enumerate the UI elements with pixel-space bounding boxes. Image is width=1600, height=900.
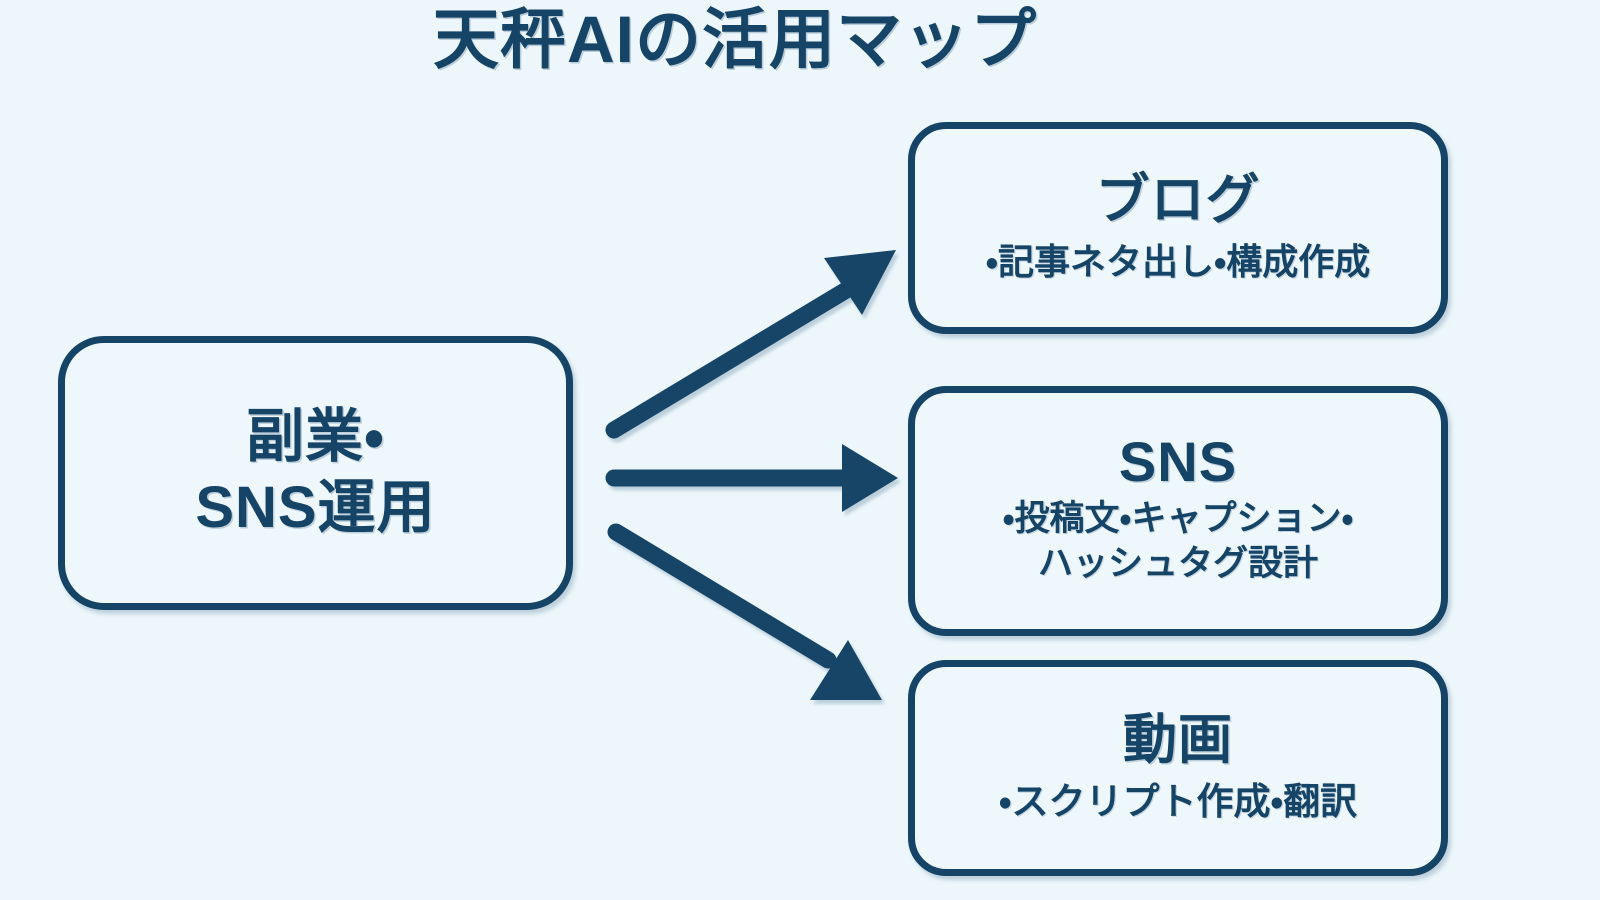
page-title: 天秤AIの活用マップ	[433, 2, 1037, 76]
node-video-detail: ・スクリプト作成・翻訳	[999, 778, 1357, 825]
node-source-fukugyo-sns[interactable]: 副業・ SNS運用	[58, 336, 573, 610]
node-sns-detail-line1: ・投稿文・キャプション・	[1002, 499, 1354, 538]
node-sns-detail-line2: ハッシュタグ設計	[1037, 543, 1318, 583]
node-sns-detail: ・投稿文・キャプション・ ハッシュタグ設計	[1003, 497, 1354, 587]
arrow-to-video	[607, 523, 882, 700]
node-source-line1: 副業・	[246, 404, 385, 470]
node-blog-detail: ・記事ネタ出し・構成作成	[986, 239, 1370, 285]
node-target-video[interactable]: 動画 ・スクリプト作成・翻訳	[908, 660, 1448, 876]
node-source-title: 副業・ SNS運用	[195, 402, 435, 544]
node-video-detail-line1: ・スクリプト作成・翻訳	[998, 781, 1358, 823]
node-target-sns[interactable]: SNS ・投稿文・キャプション・ ハッシュタグ設計	[908, 386, 1448, 636]
node-sns-heading: SNS	[1118, 430, 1238, 494]
node-target-blog[interactable]: ブログ ・記事ネタ出し・構成作成	[908, 122, 1448, 334]
node-blog-detail-line1: ・記事ネタ出し・構成作成	[985, 240, 1371, 282]
arrow-to-blog	[605, 250, 896, 439]
node-video-heading: 動画	[1123, 709, 1233, 770]
arrow-to-sns	[605, 444, 898, 512]
node-source-line2: SNS運用	[195, 475, 436, 540]
node-blog-heading: ブログ	[1095, 170, 1261, 231]
